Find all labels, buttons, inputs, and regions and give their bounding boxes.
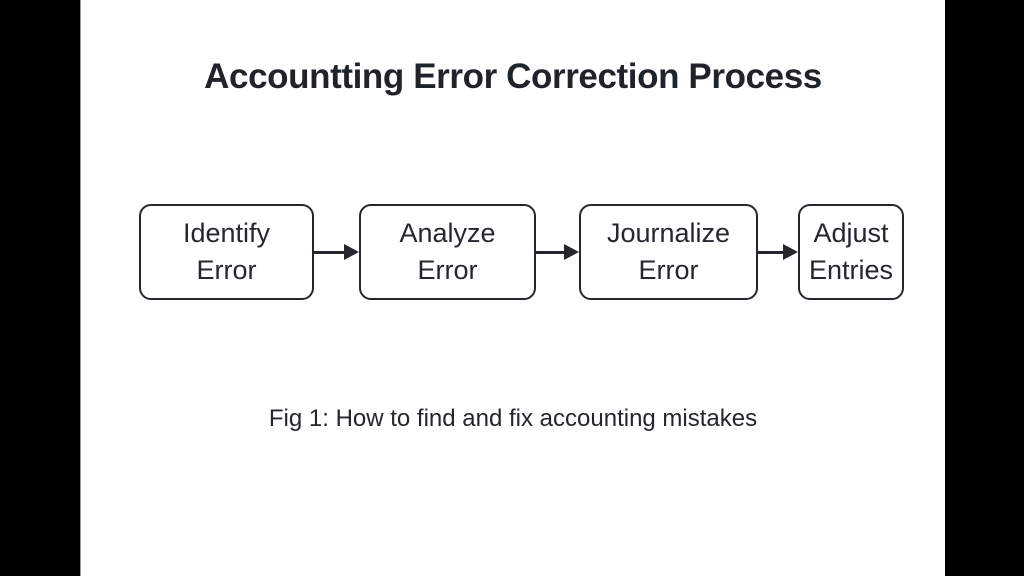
flow-step-analyze-error: Analyze Error bbox=[359, 204, 536, 300]
diagram-title: Accountting Error Correction Process bbox=[204, 57, 822, 96]
flow-arrow-icon bbox=[314, 204, 359, 300]
arrow-line bbox=[536, 250, 565, 254]
flow-arrow-icon bbox=[758, 204, 798, 300]
flow-step-adjust-entries: Adjust Entries bbox=[798, 204, 904, 300]
arrow-line bbox=[758, 250, 784, 254]
flow-step-label-line: Entries bbox=[808, 255, 894, 285]
slide-canvas: Accountting Error Correction Process Ide… bbox=[80, 0, 945, 576]
arrow-head-icon bbox=[564, 244, 579, 260]
arrow-head-icon bbox=[783, 244, 798, 260]
flow-arrow-icon bbox=[536, 204, 579, 300]
flow-step-label-line: Journalize bbox=[606, 218, 731, 248]
flow-step-label-line: Error bbox=[417, 255, 478, 285]
arrow-line bbox=[314, 250, 345, 254]
flow-step-label-line: Error bbox=[638, 255, 699, 285]
flow-step-label-line: Analyze bbox=[399, 218, 496, 248]
flow-step-journalize-error: Journalize Error bbox=[579, 204, 758, 300]
flow-step-identify-error: Identify Error bbox=[139, 204, 314, 300]
flow-step-label-line: Error bbox=[196, 255, 257, 285]
figure-caption: Fig 1: How to find and fix accounting mi… bbox=[268, 405, 758, 432]
flow-step-label-line: Identify bbox=[182, 218, 271, 248]
flow-step-label-line: Adjust bbox=[813, 218, 889, 248]
arrow-head-icon bbox=[344, 244, 359, 260]
